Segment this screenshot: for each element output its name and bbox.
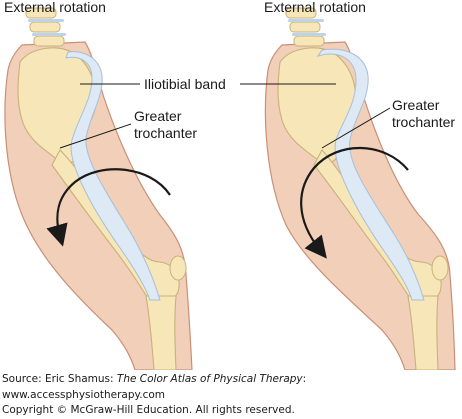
source-prefix: Source: Eric Shamus: [2,373,117,385]
right-patella [431,255,449,281]
left-greater-trochanter-label-line2: trochanter [134,125,197,141]
source-title: The Color Atlas of Physical Therapy [116,373,303,385]
right-rotation-arrow [300,146,409,259]
right-greater-trochanter-label-line2: trochanter [392,114,455,130]
left-spine [25,7,66,47]
right-panel [264,7,456,370]
anatomy-figure: External rotation External rotation Ilio… [4,0,456,370]
left-iliotibial-band [65,51,161,301]
copyright-line: Copyright © McGraw-Hill Education. All r… [2,404,295,416]
right-greater-trochanter-leader [321,107,391,149]
iliotibial-band-label: Iliotibial band [144,76,226,92]
left-panel [4,7,193,370]
left-patella [169,255,187,281]
right-spine [285,7,326,47]
right-tibia-bone [407,295,439,370]
left-rotation-arrow [46,168,171,247]
source-url: www.accessphysiotherapy.com [2,388,165,401]
figure-caption: Source: Eric Shamus: The Color Atlas of … [2,372,460,419]
left-panel-title: External rotation [4,0,106,15]
source-line: Source: Eric Shamus: The Color Atlas of … [2,372,460,388]
left-tibia-bone [145,295,177,370]
left-greater-trochanter-leader [59,123,132,149]
right-panel-title: External rotation [264,0,366,15]
right-greater-trochanter-label-line1: Greater [392,97,440,113]
source-suffix: : [302,373,307,385]
right-iliotibial-band [316,48,425,301]
left-greater-trochanter-label-line1: Greater [134,108,182,124]
